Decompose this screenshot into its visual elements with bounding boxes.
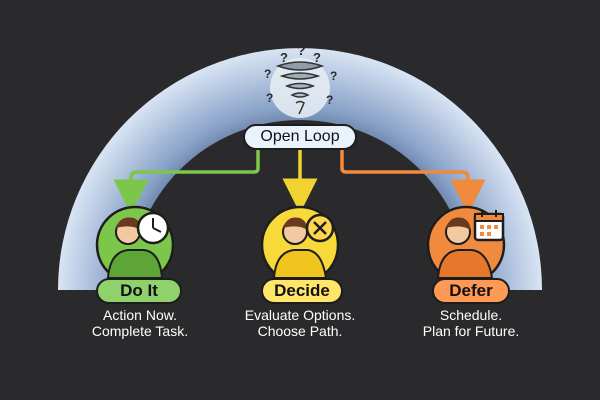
description-line: Complete Task. xyxy=(91,323,189,339)
open-loop-label: Open Loop xyxy=(243,124,357,150)
decide-node xyxy=(260,205,340,285)
defer-label: Defer xyxy=(432,278,510,304)
person-icon xyxy=(436,217,494,279)
person-icon xyxy=(106,217,164,279)
arrow-to-defer xyxy=(340,150,486,215)
svg-text:?: ? xyxy=(264,67,271,81)
description-line: Schedule. xyxy=(439,307,503,323)
decide-description: Evaluate Options. Choose Path. xyxy=(215,307,385,339)
do-it-node xyxy=(95,205,175,285)
x-circle-icon xyxy=(305,213,335,243)
svg-text:?: ? xyxy=(280,50,288,65)
question-mark-icons: ? ? ? ? ? ? ? xyxy=(264,42,337,107)
description-line: Plan for Future. xyxy=(422,323,520,339)
calendar-icon xyxy=(473,210,505,242)
do-it-label: Do It xyxy=(96,278,182,304)
decide-label: Decide xyxy=(261,278,343,304)
clock-icon xyxy=(136,211,170,245)
arc-band xyxy=(58,48,542,290)
svg-text:?: ? xyxy=(330,69,337,83)
arrow-to-do-it xyxy=(113,150,260,215)
description-line: Action Now. xyxy=(103,307,177,323)
svg-text:?: ? xyxy=(313,50,321,65)
svg-text:?: ? xyxy=(297,42,306,58)
defer-node xyxy=(426,205,506,285)
do-it-description: Action Now. Complete Task. xyxy=(55,307,225,339)
description-line: Choose Path. xyxy=(257,323,343,339)
tornado-icon xyxy=(270,58,330,118)
svg-text:?: ? xyxy=(266,91,273,105)
defer-description: Schedule. Plan for Future. xyxy=(386,307,556,339)
description-line: Evaluate Options. xyxy=(244,307,356,323)
svg-text:?: ? xyxy=(326,93,333,107)
